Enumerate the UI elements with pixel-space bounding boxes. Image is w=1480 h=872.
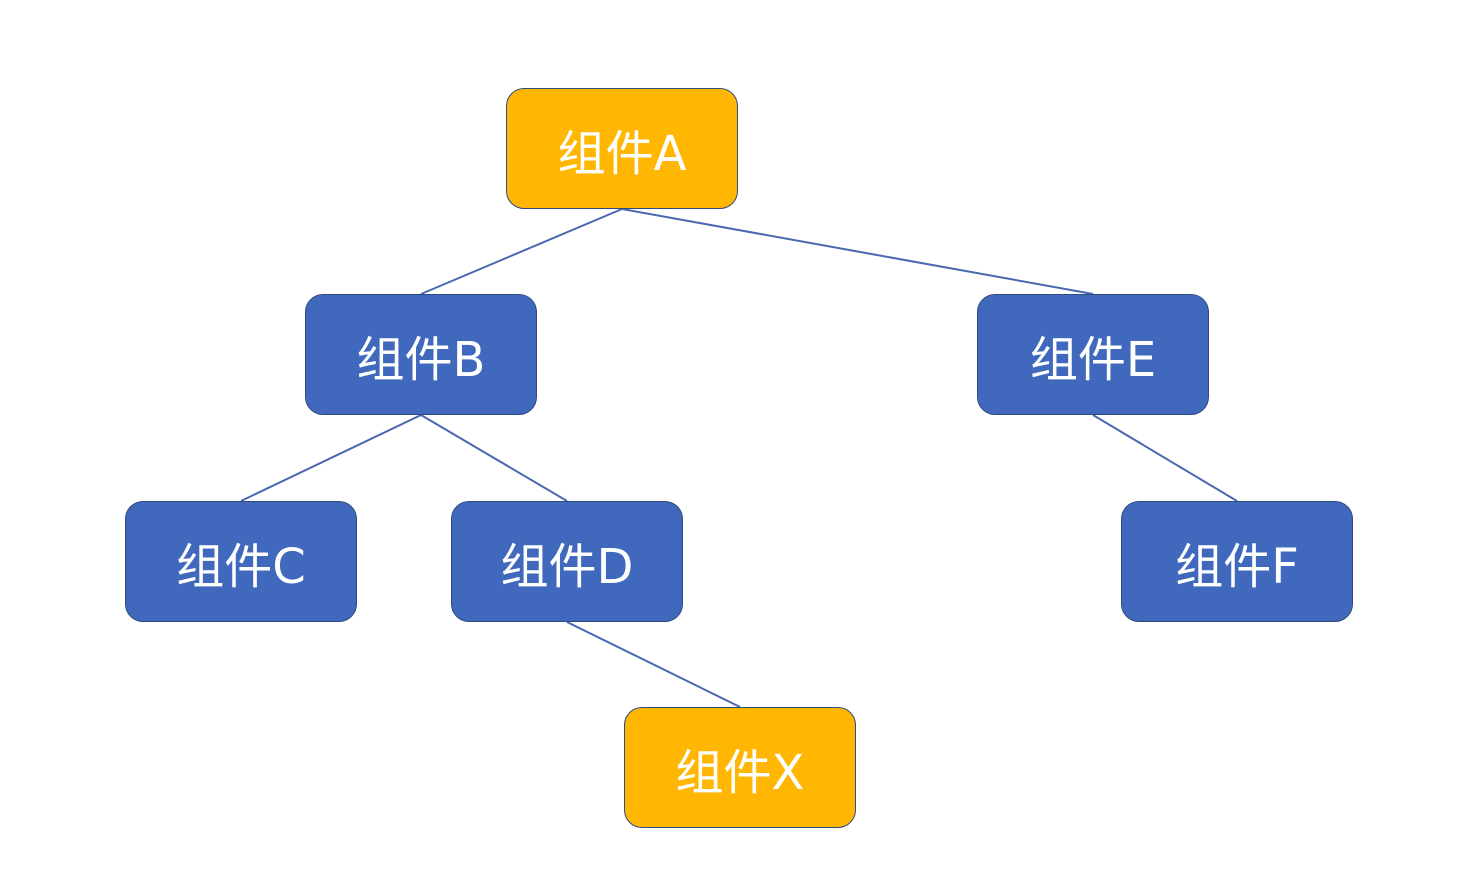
edge-e-f [1092, 414, 1238, 502]
edge-b-c [240, 414, 422, 502]
node-component-x: 组件X [624, 707, 856, 828]
node-component-e: 组件E [977, 294, 1209, 415]
node-component-d: 组件D [451, 501, 683, 622]
node-component-a: 组件A [506, 88, 738, 209]
edge-a-e [621, 208, 1094, 295]
node-component-c: 组件C [125, 501, 357, 622]
node-component-b: 组件B [305, 294, 537, 415]
edge-a-b [420, 208, 623, 295]
edge-b-d [420, 414, 568, 502]
edge-d-x [566, 621, 741, 708]
node-component-f: 组件F [1121, 501, 1353, 622]
